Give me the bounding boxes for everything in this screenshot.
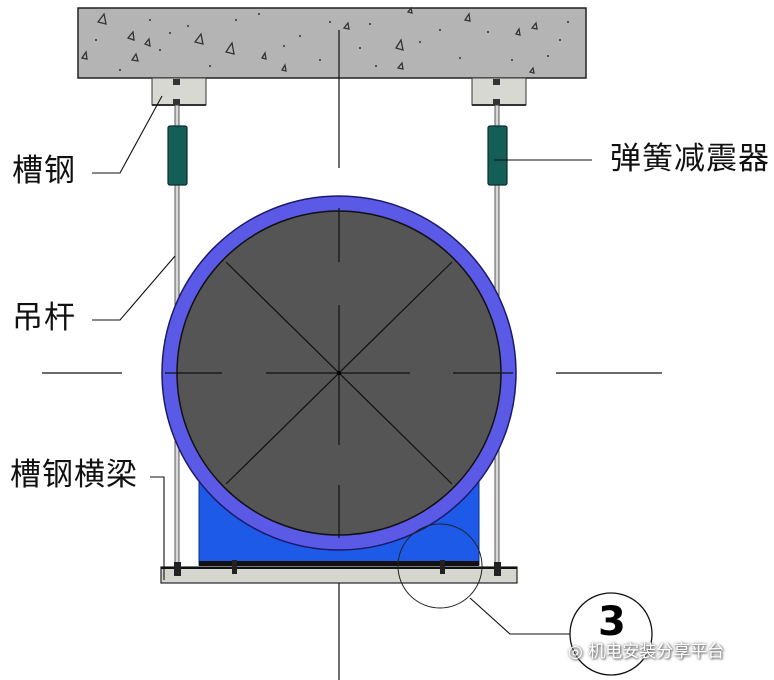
- label-channel-beam: 槽钢横梁: [10, 457, 138, 493]
- leader-channel-beam: [150, 476, 165, 580]
- watermark: ◎ 机电安装分享平台: [568, 637, 724, 662]
- spring-damper-left: [167, 125, 188, 186]
- label-spring-damper: 弹簧减震器: [610, 141, 770, 177]
- detail-callout-circle: [569, 592, 653, 676]
- spring-damper-right: [487, 125, 508, 186]
- watermark-text: 机电安装分享平台: [588, 642, 725, 662]
- duct-cross-section: [161, 195, 517, 551]
- concrete-slab: [77, 6, 587, 79]
- label-channel-steel: 槽钢: [12, 153, 76, 189]
- channel-steel-bracket-right: [471, 77, 527, 106]
- leader-detail: [469, 597, 570, 635]
- detail-marker-circle: [397, 523, 483, 609]
- leader-channel-steel: [92, 95, 163, 174]
- channel-steel-bracket-left: [151, 77, 207, 106]
- detail-callout-number: 3: [598, 599, 626, 645]
- channel-beam: [160, 560, 518, 584]
- wechat-icon: ◎: [568, 642, 583, 662]
- leader-hanger-rod: [92, 255, 176, 321]
- label-hanger-rod: 吊杆: [12, 300, 76, 336]
